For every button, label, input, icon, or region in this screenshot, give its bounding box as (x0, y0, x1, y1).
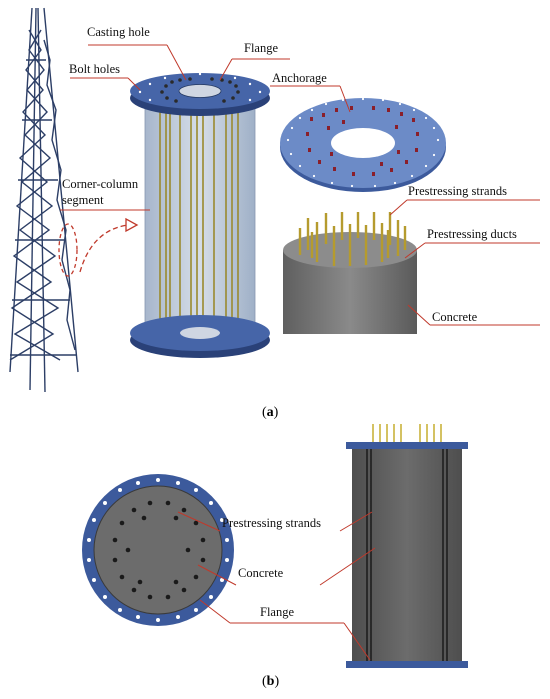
label-flange-a: Flange (244, 41, 279, 55)
column-segment-3d (130, 72, 270, 358)
segment-arrowhead (125, 217, 139, 233)
label-concrete-b: Concrete (238, 566, 284, 580)
flange-section-view (82, 474, 234, 626)
label-segment: segment (62, 193, 104, 207)
label-casting-hole: Casting hole (87, 25, 150, 39)
label-bolt-holes: Bolt holes (69, 62, 121, 76)
corner-column-highlight (58, 223, 78, 277)
transmission-tower (9, 7, 79, 393)
segment-arrow (79, 224, 129, 273)
caption-b: (b) (262, 674, 280, 689)
label-corner-column: Corner-column (62, 177, 139, 191)
label-concrete-a: Concrete (432, 310, 478, 324)
concrete-core-3d (283, 212, 417, 334)
label-prestressing-strands-b: Prestressing strands (222, 516, 321, 530)
label-flange-b: Flange (260, 605, 295, 619)
label-prestressing-strands-a: Prestressing strands (408, 184, 507, 198)
leader-lines-a (60, 44, 540, 326)
label-prestressing-ducts: Prestressing ducts (427, 227, 517, 241)
column-side-view (346, 424, 468, 668)
label-anchorage: Anchorage (272, 71, 327, 85)
anchorage-plate (280, 97, 446, 192)
caption-a: (a) (262, 405, 279, 420)
leader-lines-b (177, 511, 376, 661)
